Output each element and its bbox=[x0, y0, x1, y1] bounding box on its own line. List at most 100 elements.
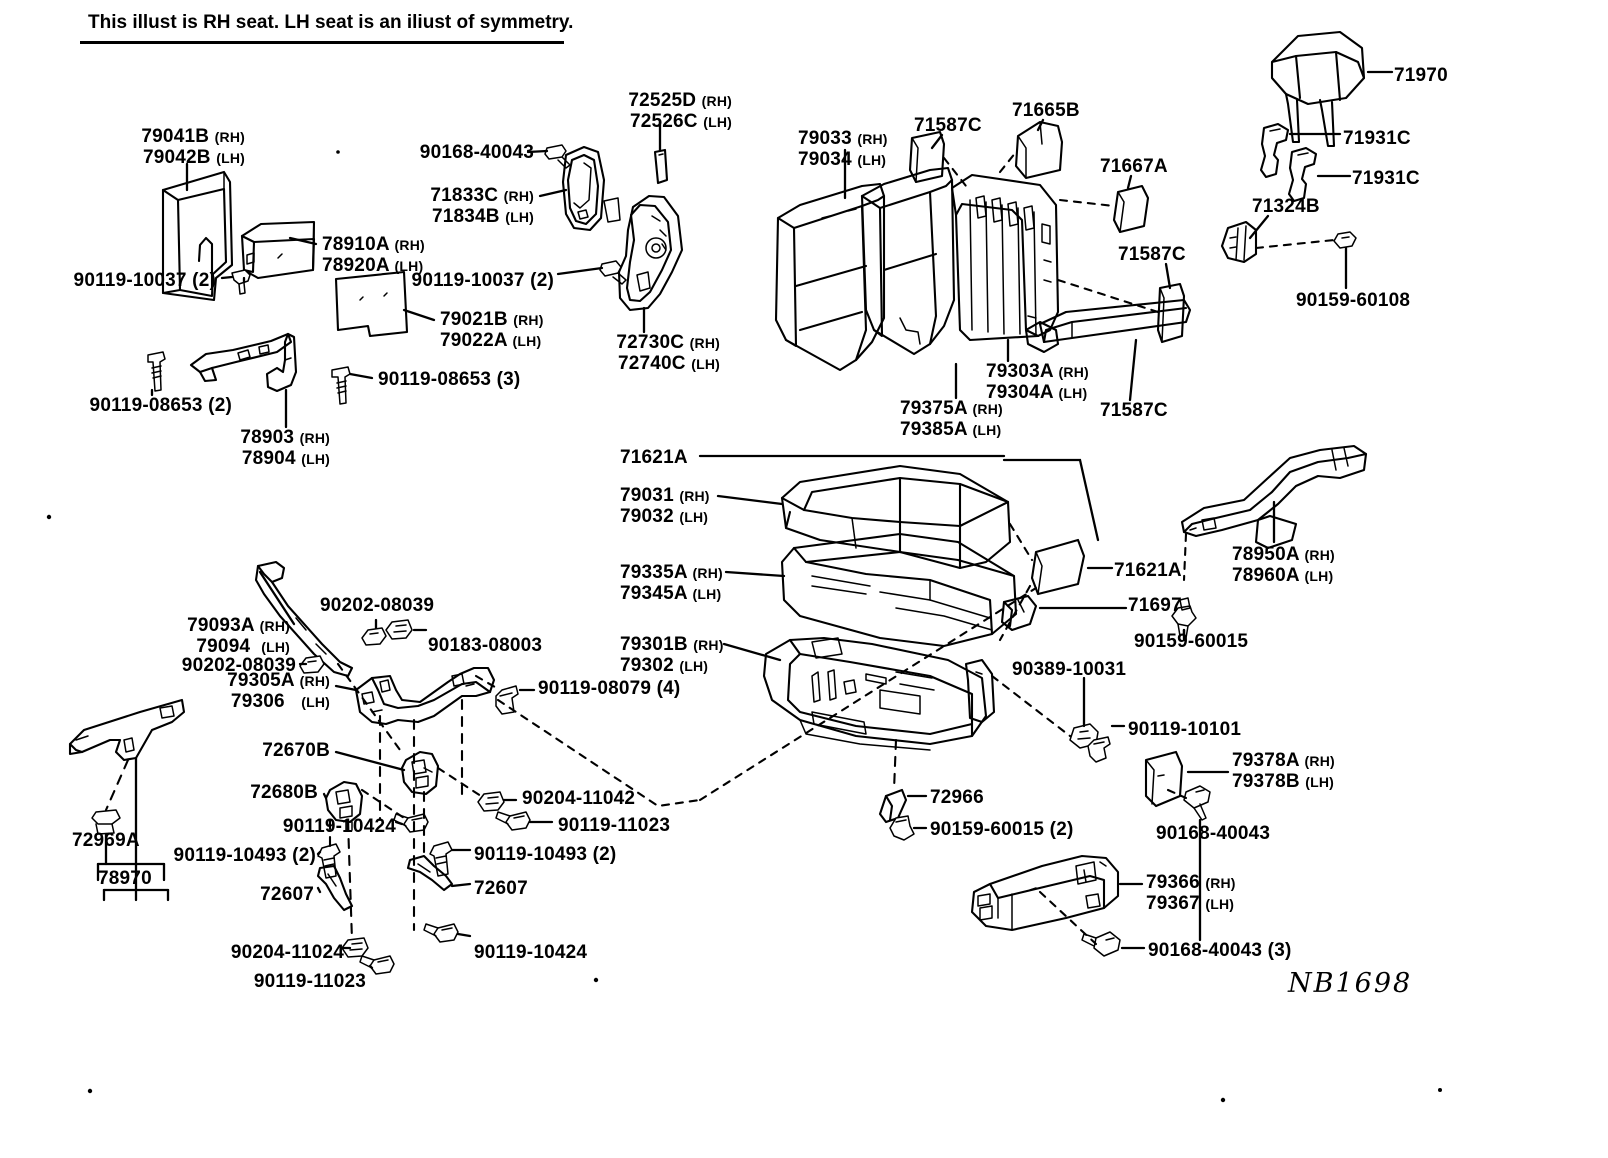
label-71667A: 71667A bbox=[1100, 156, 1168, 177]
label-90183-08003: 90183-08003 bbox=[428, 635, 543, 656]
part-72525D-shape bbox=[655, 150, 667, 183]
bolt-90119-10493-2b bbox=[430, 842, 452, 876]
part-71931C-guide-b bbox=[1289, 148, 1316, 201]
label-78910A: 78910A (RH) 78920A (LH) bbox=[322, 234, 425, 277]
label-72525D: 72525D (RH) 72526C (LH) bbox=[628, 90, 732, 133]
part-79031-cushion bbox=[782, 466, 1010, 568]
label-71587C-b: 71587C bbox=[1118, 244, 1186, 265]
label-90119-10493-2a: 90119-10493 (2) bbox=[173, 845, 316, 866]
part-72680B-piece bbox=[326, 782, 362, 830]
diagram-note: This illust is RH seat. LH seat is an il… bbox=[88, 12, 574, 33]
washer-90204-11042 bbox=[478, 792, 504, 811]
part-79041B-shape bbox=[163, 172, 232, 300]
bolt-90119-10424-b bbox=[424, 924, 458, 942]
label-71931C-a: 71931C bbox=[1343, 128, 1411, 149]
bolt-90119-10493-2a bbox=[318, 844, 340, 878]
washer-90183-08003 bbox=[386, 620, 412, 639]
label-90119-08653-3: 90119-08653 (3) bbox=[378, 369, 521, 390]
bolt-90168-40043-3 bbox=[1082, 932, 1120, 956]
label-79041B: 79041B (RH) 79042B (LH) bbox=[141, 126, 245, 169]
label-90119-10037-b: 90119-10037 (2) bbox=[411, 270, 554, 291]
label-79031: 79031 (RH) 79032 (LH) bbox=[620, 485, 710, 528]
part-79093A-rod bbox=[256, 562, 352, 676]
label-79305A: 79305A (RH) 79306 (LH) bbox=[227, 670, 330, 713]
part-72607-a bbox=[318, 866, 352, 910]
part-71621A-pad bbox=[1032, 540, 1084, 594]
label-90168-40043-b: 90168-40043 bbox=[1156, 823, 1271, 844]
label-90168-40043-a: 90168-40043 bbox=[419, 142, 534, 163]
part-71667A-pad bbox=[1114, 186, 1148, 232]
part-78903-shape bbox=[191, 334, 296, 391]
label-79033: 79033 (RH) 79034 (LH) bbox=[798, 128, 888, 171]
part-79033-seatback bbox=[776, 184, 884, 370]
label-72680B: 72680B bbox=[250, 782, 318, 803]
nut-90202-08039-a bbox=[362, 628, 386, 645]
part-78950A-strap bbox=[1182, 446, 1366, 548]
label-71324B: 71324B bbox=[1252, 196, 1320, 217]
label-90204-11042: 90204-11042 bbox=[522, 788, 636, 809]
bolt-90119-10101 bbox=[1088, 737, 1110, 762]
bolt-90119-11023-a bbox=[360, 956, 394, 974]
part-78970-rod bbox=[70, 700, 184, 760]
label-72607-b: 72607 bbox=[474, 878, 528, 899]
label-90119-10424-a: 90119-10424 bbox=[282, 816, 396, 837]
label-90119-08653-2: 90119-08653 (2) bbox=[89, 395, 232, 416]
label-72969A: 72969A bbox=[72, 830, 140, 851]
label-90119-10101: 90119-10101 bbox=[1128, 719, 1242, 740]
label-90159-60108: 90159-60108 bbox=[1296, 290, 1411, 311]
label-78903: 78903 (RH) 78904 (LH) bbox=[240, 427, 330, 470]
nut-90159-60108 bbox=[1334, 232, 1356, 248]
label-79335A: 79335A (RH) 79345A (LH) bbox=[620, 562, 723, 605]
label-71621A-b: 71621A bbox=[1114, 560, 1182, 581]
label-79366: 79366 (RH) 79367 (LH) bbox=[1146, 872, 1236, 915]
label-79021B: 79021B (RH) 79022A (LH) bbox=[440, 309, 544, 352]
part-79021B-shape bbox=[336, 272, 407, 336]
part-71587C-pad-right bbox=[1158, 284, 1184, 342]
label-72966: 72966 bbox=[930, 787, 984, 808]
label-90119-08079-4: 90119-08079 (4) bbox=[538, 678, 681, 699]
label-90159-60015-1: 90159-60015 bbox=[1134, 631, 1249, 652]
part-71587C-pad-top bbox=[910, 132, 944, 182]
label-78950A: 78950A (RH) 78960A (LH) bbox=[1232, 544, 1335, 587]
label-90119-10493-2b: 90119-10493 (2) bbox=[474, 844, 617, 865]
drawing-number: NB1698 bbox=[1288, 968, 1413, 999]
part-71587C-rail bbox=[1040, 300, 1190, 342]
bolt-90168-40043-top bbox=[545, 145, 570, 168]
label-90204-11024: 90204-11024 bbox=[230, 942, 344, 963]
nut-90202-08039-b bbox=[300, 656, 324, 673]
bolt-90119-08079-4 bbox=[496, 686, 518, 714]
part-71833C-shape bbox=[563, 147, 604, 230]
bolt-90159-60015-2 bbox=[890, 816, 914, 840]
label-71697: 71697 bbox=[1128, 595, 1182, 616]
label-90159-60015-2: 90159-60015 (2) bbox=[930, 819, 1074, 840]
label-71931C-b: 71931C bbox=[1352, 168, 1420, 189]
label-90168-40043-3: 90168-40043 (3) bbox=[1148, 940, 1292, 961]
bolt-90119-11023-b bbox=[496, 812, 530, 830]
label-90119-10037-a: 90119-10037 (2) bbox=[73, 270, 216, 291]
part-79303A-frame bbox=[952, 175, 1058, 352]
bolt-90119-08653-2 bbox=[148, 352, 165, 391]
bolt-90119-10037-2-right bbox=[600, 261, 626, 284]
label-72730C: 72730C (RH) 72740C (LH) bbox=[616, 332, 720, 375]
note-underline bbox=[80, 41, 564, 44]
label-71587C-a: 71587C bbox=[914, 115, 982, 136]
part-79305A-bracket bbox=[356, 668, 494, 724]
label-90119-10424-b: 90119-10424 bbox=[474, 942, 588, 963]
label-79303A: 79303A (RH) 79304A (LH) bbox=[986, 361, 1089, 404]
label-71970: 71970 bbox=[1394, 65, 1448, 86]
label-71621A-a: 71621A bbox=[620, 447, 688, 468]
part-71324B-grommet bbox=[1222, 222, 1256, 262]
part-71697-hook bbox=[1002, 596, 1036, 630]
bolt-90168-40043-bracket bbox=[1184, 786, 1210, 820]
label-72607-a: 72607 bbox=[260, 884, 314, 905]
label-71665B: 71665B bbox=[1012, 100, 1080, 121]
bolt-90119-10037-2-left bbox=[232, 270, 250, 294]
label-90202-08039-a: 90202-08039 bbox=[320, 595, 435, 616]
label-90119-11023-b: 90119-11023 bbox=[558, 815, 671, 836]
part-71970-headrest bbox=[1272, 32, 1364, 146]
part-72730C-shape bbox=[604, 196, 682, 310]
label-90119-11023-a: 90119-11023 bbox=[253, 971, 366, 992]
